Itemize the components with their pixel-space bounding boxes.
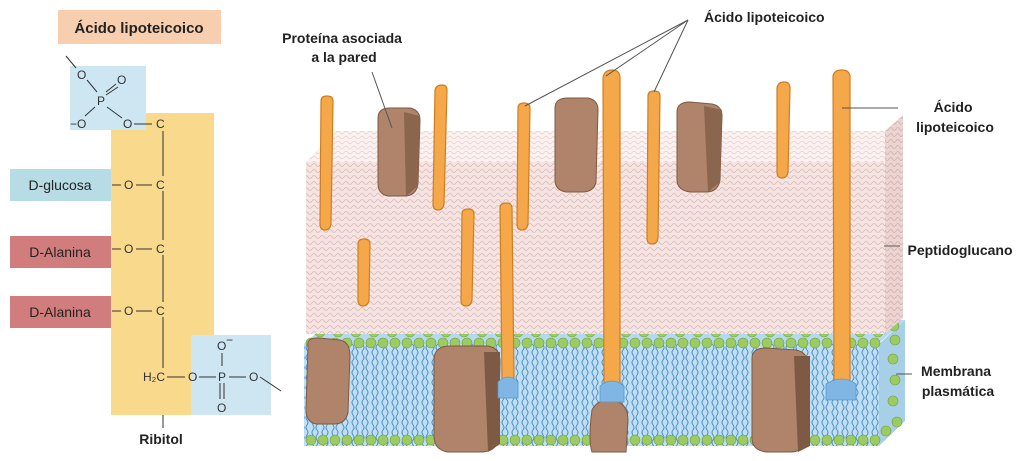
lipoteichoic-top-label: Ácido lipoteicoico bbox=[704, 9, 825, 25]
membrane-label: Membrana plasmática bbox=[921, 363, 995, 399]
cell-wall bbox=[304, 70, 905, 452]
svg-text:O: O bbox=[124, 242, 133, 256]
svg-text:O: O bbox=[249, 370, 258, 384]
structure-title: Ácido lipoteicoico bbox=[74, 20, 203, 37]
svg-text:O: O bbox=[217, 401, 226, 415]
protein-label: Proteína asociada a la pared bbox=[282, 30, 406, 65]
svg-text:C: C bbox=[156, 178, 165, 192]
svg-text:O: O bbox=[123, 117, 132, 131]
svg-text:O: O bbox=[77, 117, 86, 131]
teichoic-rod-1 bbox=[320, 96, 333, 230]
teichoic-rod-6 bbox=[777, 82, 790, 178]
lipoteichoic-structure: Ácido lipoteicoico O P O − O O C O bbox=[10, 10, 281, 447]
teichoic-rod-3 bbox=[517, 103, 530, 230]
lipoteichoic-rod-2 bbox=[500, 203, 514, 386]
bottom-phosphate-box bbox=[191, 335, 271, 415]
svg-text:O: O bbox=[117, 73, 126, 87]
lipoteichoic-right-line-2: lipoteicoico bbox=[916, 119, 994, 135]
ribitol-label: Ribitol bbox=[139, 431, 183, 447]
svg-text:H₂C: H₂C bbox=[143, 370, 165, 384]
lipoteichoic-rod-1 bbox=[833, 70, 850, 388]
glucose-label: D-glucosa bbox=[28, 177, 91, 193]
membrane-protein-3 bbox=[590, 400, 628, 452]
svg-text:O: O bbox=[124, 178, 133, 192]
svg-text:−: − bbox=[70, 117, 77, 131]
svg-text:P: P bbox=[218, 370, 226, 384]
svg-text:C: C bbox=[156, 242, 165, 256]
svg-text:C: C bbox=[156, 304, 165, 318]
membrane-label-line-2: plasmática bbox=[922, 383, 995, 399]
teichoic-rod-7 bbox=[461, 209, 474, 306]
svg-text:−: − bbox=[226, 333, 233, 347]
membrane-protein-1 bbox=[306, 338, 350, 424]
svg-text:O: O bbox=[188, 370, 197, 384]
svg-text:C: C bbox=[156, 117, 165, 131]
teichoic-rod-2 bbox=[433, 85, 447, 210]
svg-text:O: O bbox=[77, 68, 86, 82]
lipoteichoic-right-line-1: Ácido bbox=[934, 99, 973, 115]
protein-label-line-1: Proteína asociada bbox=[282, 30, 402, 46]
protein-label-line-2: a la pared bbox=[311, 49, 376, 65]
svg-text:O: O bbox=[217, 339, 226, 353]
svg-text:O: O bbox=[124, 304, 133, 318]
wall-protein-2 bbox=[555, 98, 598, 192]
membrane-label-line-1: Membrana bbox=[921, 363, 991, 379]
teichoic-rod-4 bbox=[603, 70, 620, 392]
alanine-label-1: D-Alanina bbox=[29, 244, 91, 260]
svg-text:P: P bbox=[97, 94, 105, 108]
alanine-label-2: D-Alanina bbox=[29, 304, 91, 320]
teichoic-rod-8 bbox=[358, 239, 370, 306]
peptidoglycan-label: Peptidoglucano bbox=[908, 242, 1013, 258]
lipoteichoic-right-label: Ácido lipoteicoico bbox=[916, 99, 994, 135]
teichoic-rod-5 bbox=[647, 91, 660, 244]
